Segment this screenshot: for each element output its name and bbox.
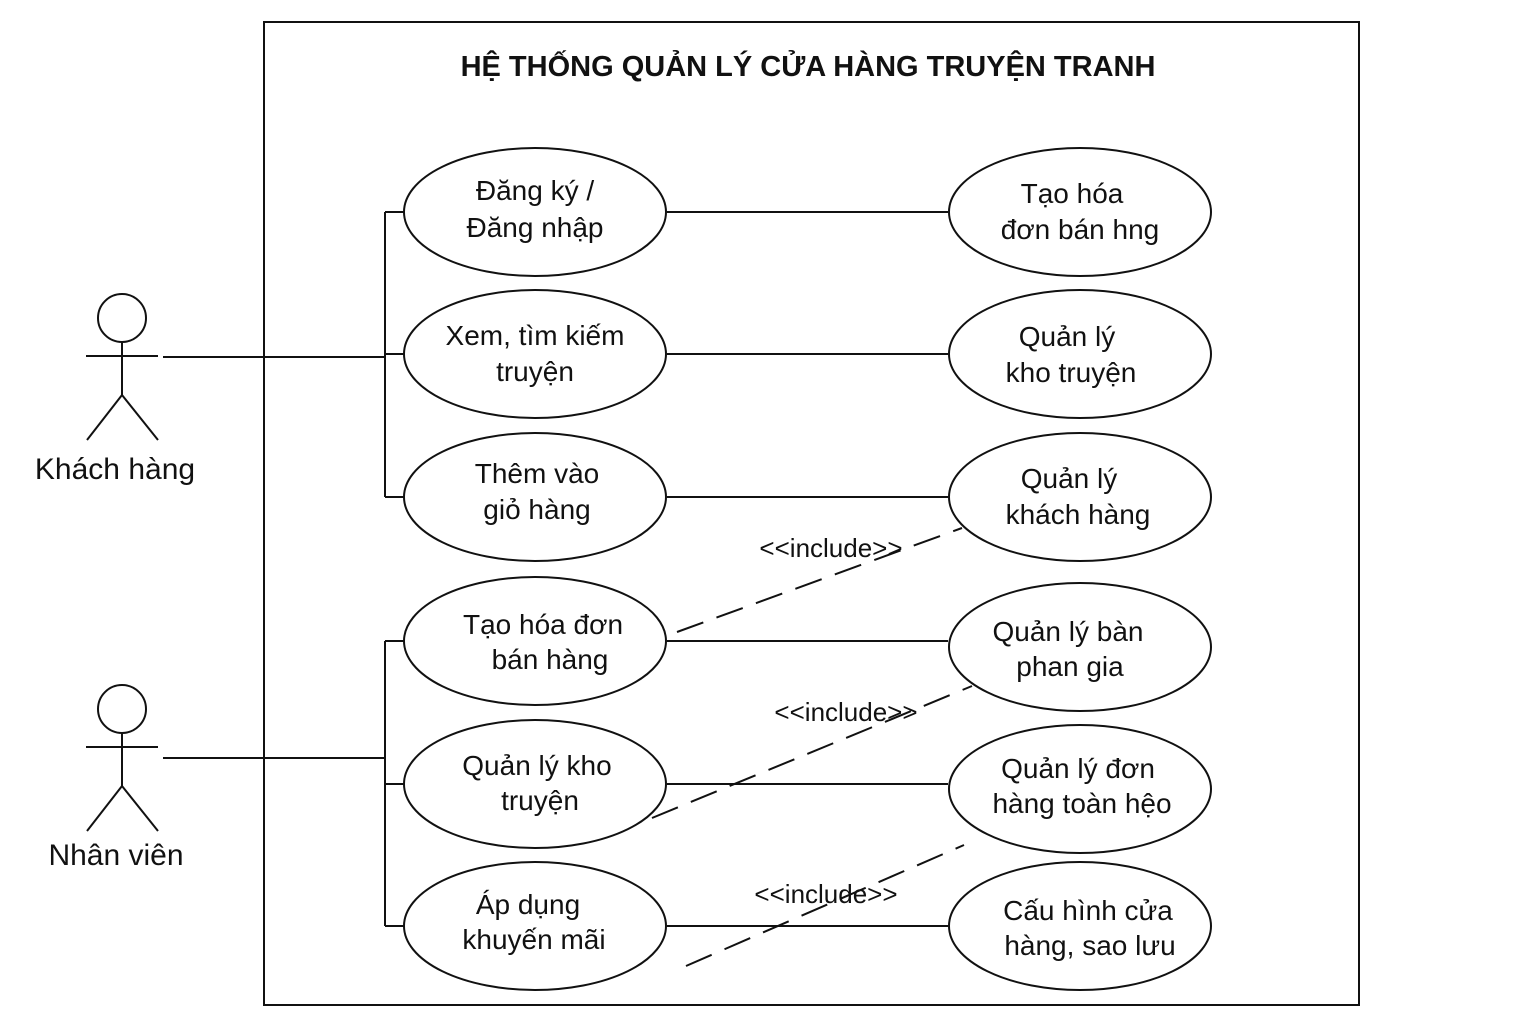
- use-case-label-line2: truyện: [501, 785, 579, 816]
- use-case-label-line2: hàng toàn hệo: [992, 788, 1171, 819]
- use-case-browse-search[interactable]: Xem, tìm kiếm truyện: [403, 289, 667, 419]
- include-line-2: [651, 685, 973, 819]
- actor-customer-right-leg: [121, 394, 159, 441]
- use-case-label-line1: Thêm vào: [475, 458, 600, 489]
- actor-staff-head: [97, 684, 147, 734]
- use-case-store-config-backup[interactable]: Cấu hình cửa hàng, sao lưu: [948, 861, 1212, 991]
- include-label-1: <<include>>: [759, 533, 902, 563]
- include-line-1: [676, 527, 963, 633]
- use-case-label-line1: Quản lý: [1021, 463, 1118, 494]
- use-case-connections: [667, 211, 948, 927]
- system-title: HỆ THỐNG QUẢN LÝ CỬA HÀNG TRUYỆN TRANH: [461, 49, 1156, 83]
- use-case-manage-all-orders[interactable]: Quản lý đơn hàng toàn hệo: [948, 724, 1212, 854]
- use-case-register-login[interactable]: Đăng ký / Đăng nhập: [403, 147, 667, 277]
- use-case-label-line1: Xem, tìm kiếm: [446, 320, 625, 351]
- use-case-label-line1: Đăng ký /: [476, 175, 594, 206]
- use-case-manage-distribution[interactable]: Quản lý bàn phan gia: [948, 582, 1212, 712]
- include-label-3: <<include>>: [754, 879, 897, 909]
- use-case-label-line2: kho truyện: [1006, 357, 1137, 388]
- use-case-label-line2: bán hàng: [492, 644, 609, 675]
- actor-customer-head: [97, 293, 147, 343]
- actor-customer-label: Khách hàng: [35, 453, 195, 486]
- use-case-label-line1: Tạo hóa đơn: [463, 609, 623, 640]
- use-case-label-line1: Cấu hình cửa: [1003, 895, 1173, 926]
- use-case-label-line2: hàng, sao lưu: [1004, 930, 1175, 961]
- use-case-label-line2: phan gia: [1016, 651, 1124, 682]
- system-boundary: [263, 21, 1360, 1006]
- actor-customer[interactable]: Khách hàng: [35, 293, 195, 486]
- actor-customer-left-leg: [86, 394, 123, 441]
- use-case-sales-invoice[interactable]: Tạo hóa đơn bán hng: [948, 147, 1212, 277]
- use-case-manage-customers[interactable]: Quản lý khách hàng: [948, 432, 1212, 562]
- use-case-add-to-cart[interactable]: Thêm vào giỏ hàng: [403, 432, 667, 562]
- actor-staff-right-leg: [121, 785, 159, 832]
- staff-associations: [163, 640, 404, 927]
- customer-associations: [163, 211, 404, 498]
- include-label-2: <<include>>: [774, 697, 917, 727]
- include-relations: [651, 527, 973, 967]
- actor-staff-label: Nhân viên: [48, 839, 183, 872]
- use-case-manage-comic-stock[interactable]: Quản lý kho truyện: [948, 289, 1212, 419]
- use-case-label-line2: khách hàng: [1006, 499, 1151, 530]
- use-case-manage-stock[interactable]: Quản lý kho truyện: [403, 719, 667, 849]
- use-case-label-line1: Áp dụng: [476, 889, 580, 920]
- actor-staff-left-leg: [86, 785, 123, 832]
- use-case-label-line1: Quản lý: [1019, 321, 1116, 352]
- include-line-3: [685, 844, 965, 967]
- use-case-label-line2: đơn bán hng: [1001, 214, 1160, 245]
- use-case-label-line2: Đăng nhập: [466, 212, 603, 243]
- use-case-label-line1: Quản lý bàn: [993, 616, 1144, 647]
- use-case-label-line2: truyện: [496, 356, 574, 387]
- use-case-label-line1: Quản lý kho: [462, 750, 611, 781]
- use-case-apply-promotion[interactable]: Áp dụng khuyến mãi: [403, 861, 667, 991]
- use-case-label-line1: Tạo hóa: [1021, 178, 1124, 209]
- actor-staff[interactable]: Nhân viên: [48, 684, 184, 872]
- use-case-create-invoice[interactable]: Tạo hóa đơn bán hàng: [403, 576, 667, 706]
- use-case-label-line1: Quản lý đơn: [1001, 753, 1155, 784]
- use-case-label-line2: khuyến mãi: [462, 924, 605, 955]
- use-case-label-line2: giỏ hàng: [483, 494, 590, 525]
